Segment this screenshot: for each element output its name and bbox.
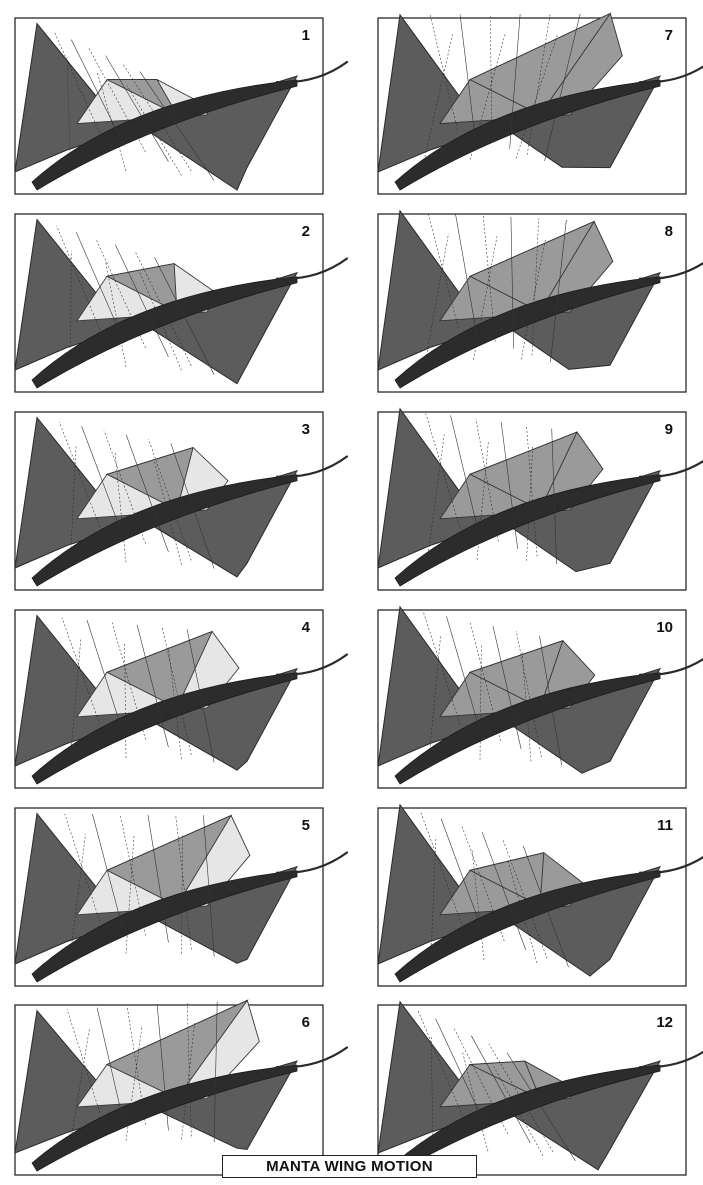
wing-frame-1: 1 [15,18,347,194]
frame-number: 4 [302,619,311,636]
frame-number: 11 [657,817,673,834]
wing-frame-2: 2 [15,214,347,392]
wing-frame-7: 7 [378,14,703,195]
wing-frame-9: 9 [378,409,703,590]
wing-frame-3: 3 [15,412,347,590]
frame-number: 5 [302,817,310,834]
frame-number: 10 [656,619,673,636]
frame-number: 12 [656,1014,673,1031]
frame-number: 6 [302,1014,310,1031]
wing-frame-5: 5 [15,808,347,986]
wing-frame-6: 6 [15,1000,347,1175]
frame-number: 8 [665,223,673,240]
wing-frame-11: 11 [378,805,703,986]
frame-number: 2 [302,223,310,240]
figure-caption: MANTA WING MOTION [222,1155,477,1178]
frame-number: 1 [302,27,310,44]
wing-frame-10: 10 [378,607,703,788]
frame-number: 7 [665,27,673,44]
wing-frame-4: 4 [15,610,347,788]
wing-frame-8: 8 [378,211,703,392]
frame-number: 3 [302,421,310,438]
wing-frame-12: 12 [378,1002,703,1175]
frame-number: 9 [665,421,673,438]
